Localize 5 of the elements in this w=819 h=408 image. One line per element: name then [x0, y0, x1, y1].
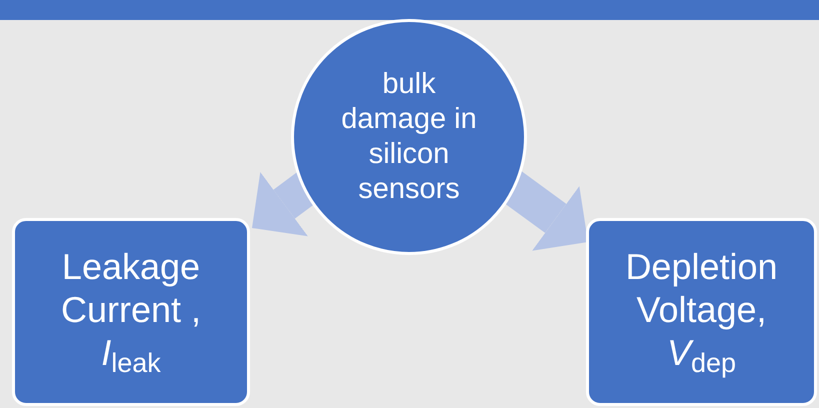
effect-box: [586, 218, 817, 406]
node-label: Leakage Current , I$_{leak}$: [60, 244, 202, 380]
node-label: Depletion Voltage, V$_{dep}$: [624, 244, 779, 380]
node-label: bulk damage in silicon sensors: [340, 67, 478, 207]
effect-box: [12, 218, 250, 406]
